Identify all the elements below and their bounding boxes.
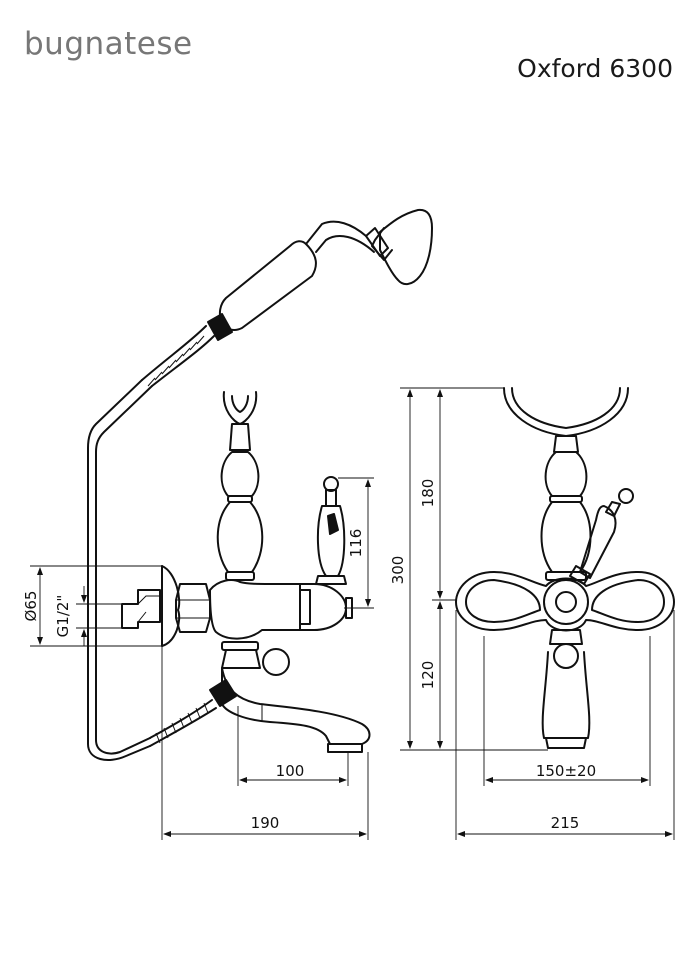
shower-head [305,208,433,286]
mixer-body [209,579,301,640]
hose-nut-upper [207,313,233,341]
inlet-connector [121,589,161,629]
front-spout [541,651,591,739]
hand-shower-handle [218,240,317,331]
diverter-knob [262,648,290,676]
label-height-upper: 180 [419,479,437,508]
front-lever [579,505,617,579]
dimension-lines [30,387,675,840]
side-view [87,208,433,761]
front-column [544,451,588,497]
label-centres: 150±20 [536,762,596,780]
front-cradle [503,387,629,437]
brand-logo: bugnatese [24,26,193,62]
wall-flange [161,565,181,647]
inlet-nut [175,583,211,633]
label-diameter: Ø65 [22,591,40,622]
label-thread: G1/2" [54,595,72,638]
dimension-labels: Ø65 G1/2" 116 300 180 120 100 190 150±20… [22,479,596,832]
label-lever-height: 116 [347,529,365,558]
hose-body [87,379,153,761]
hose-upper [141,325,215,387]
label-height-total: 300 [389,556,407,585]
shower-cradle [222,391,258,425]
label-width: 215 [551,814,580,832]
front-body [455,571,675,632]
spout [221,667,371,745]
label-spout-reach: 100 [276,762,305,780]
front-view [455,387,675,749]
column [220,451,260,497]
label-height-lower: 120 [419,661,437,690]
model-title: Oxford 6300 [517,54,673,83]
label-depth: 190 [251,814,280,832]
